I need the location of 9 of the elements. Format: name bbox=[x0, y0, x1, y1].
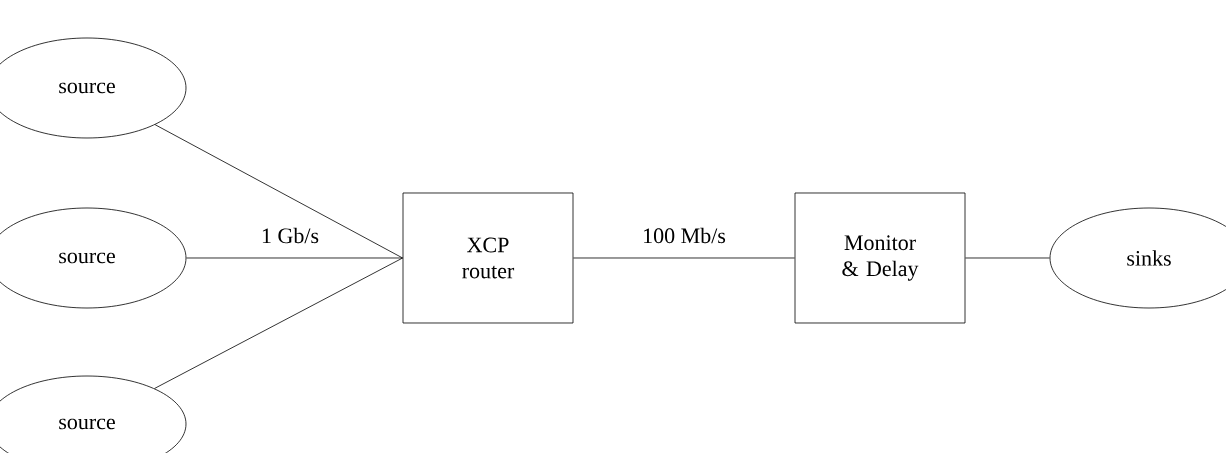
connector-line bbox=[573, 257, 795, 259]
connector-line bbox=[154, 124, 403, 259]
edge-label: 1 Gb/s bbox=[259, 226, 321, 245]
connector-line bbox=[965, 257, 1050, 259]
connector-line bbox=[154, 257, 403, 389]
process-box: Monitor & Delay bbox=[794, 192, 966, 324]
connector-line bbox=[186, 257, 403, 259]
process-box: XCP router bbox=[402, 192, 574, 324]
edge-label: 100 Mb/s bbox=[641, 226, 727, 245]
